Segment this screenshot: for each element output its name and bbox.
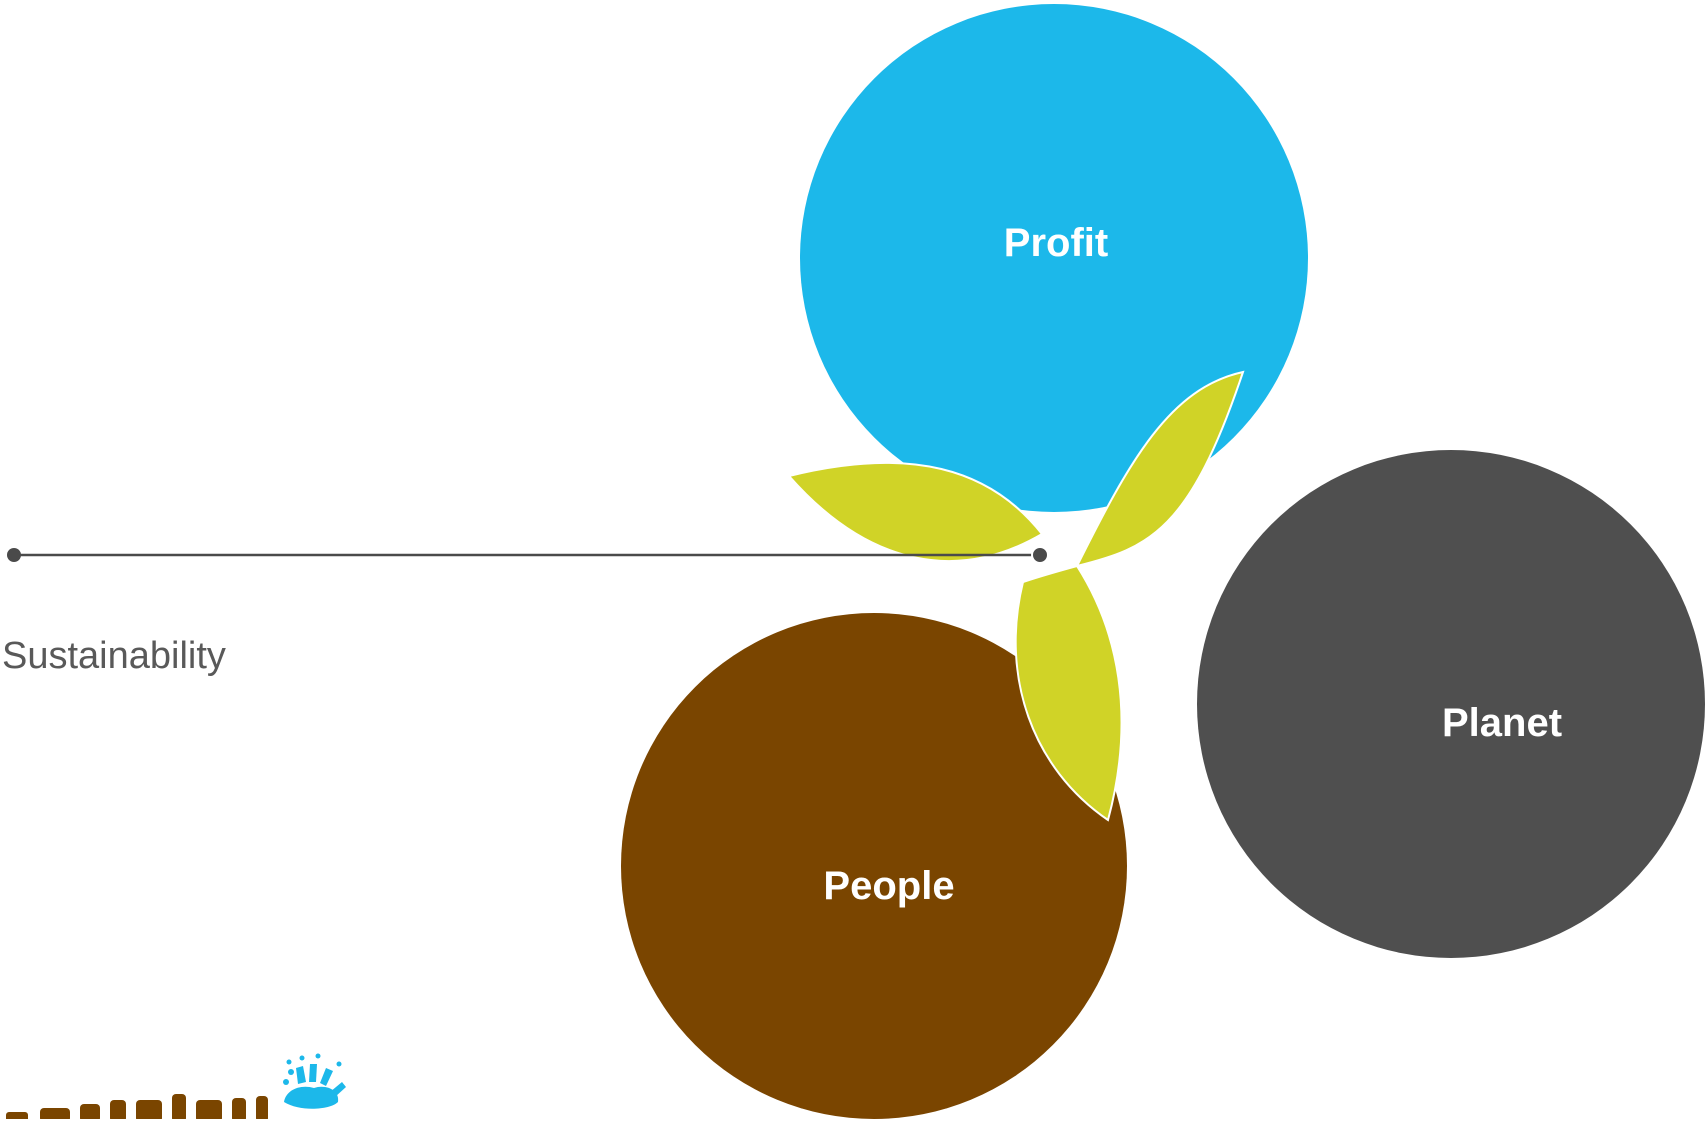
- planet-circle: [1197, 450, 1705, 958]
- profit-label: Profit: [1004, 221, 1108, 265]
- people-circle: [621, 613, 1127, 1119]
- people-label: People: [823, 864, 954, 908]
- connector-start-dot: [7, 548, 21, 562]
- sustainability-label: Sustainability: [2, 635, 226, 677]
- hand-icon: [283, 1053, 346, 1109]
- logo-wordmark: [6, 1094, 268, 1122]
- connector-end-dot: [1031, 546, 1049, 564]
- profit-circle: [800, 4, 1308, 512]
- leaf-lower: [1014, 564, 1123, 822]
- leaf-left: [787, 461, 1044, 562]
- sustainability-connector: [7, 546, 1049, 564]
- sustainability-leaves: [787, 370, 1245, 822]
- brand-logo: [6, 1053, 346, 1122]
- planet-label: Planet: [1442, 701, 1562, 745]
